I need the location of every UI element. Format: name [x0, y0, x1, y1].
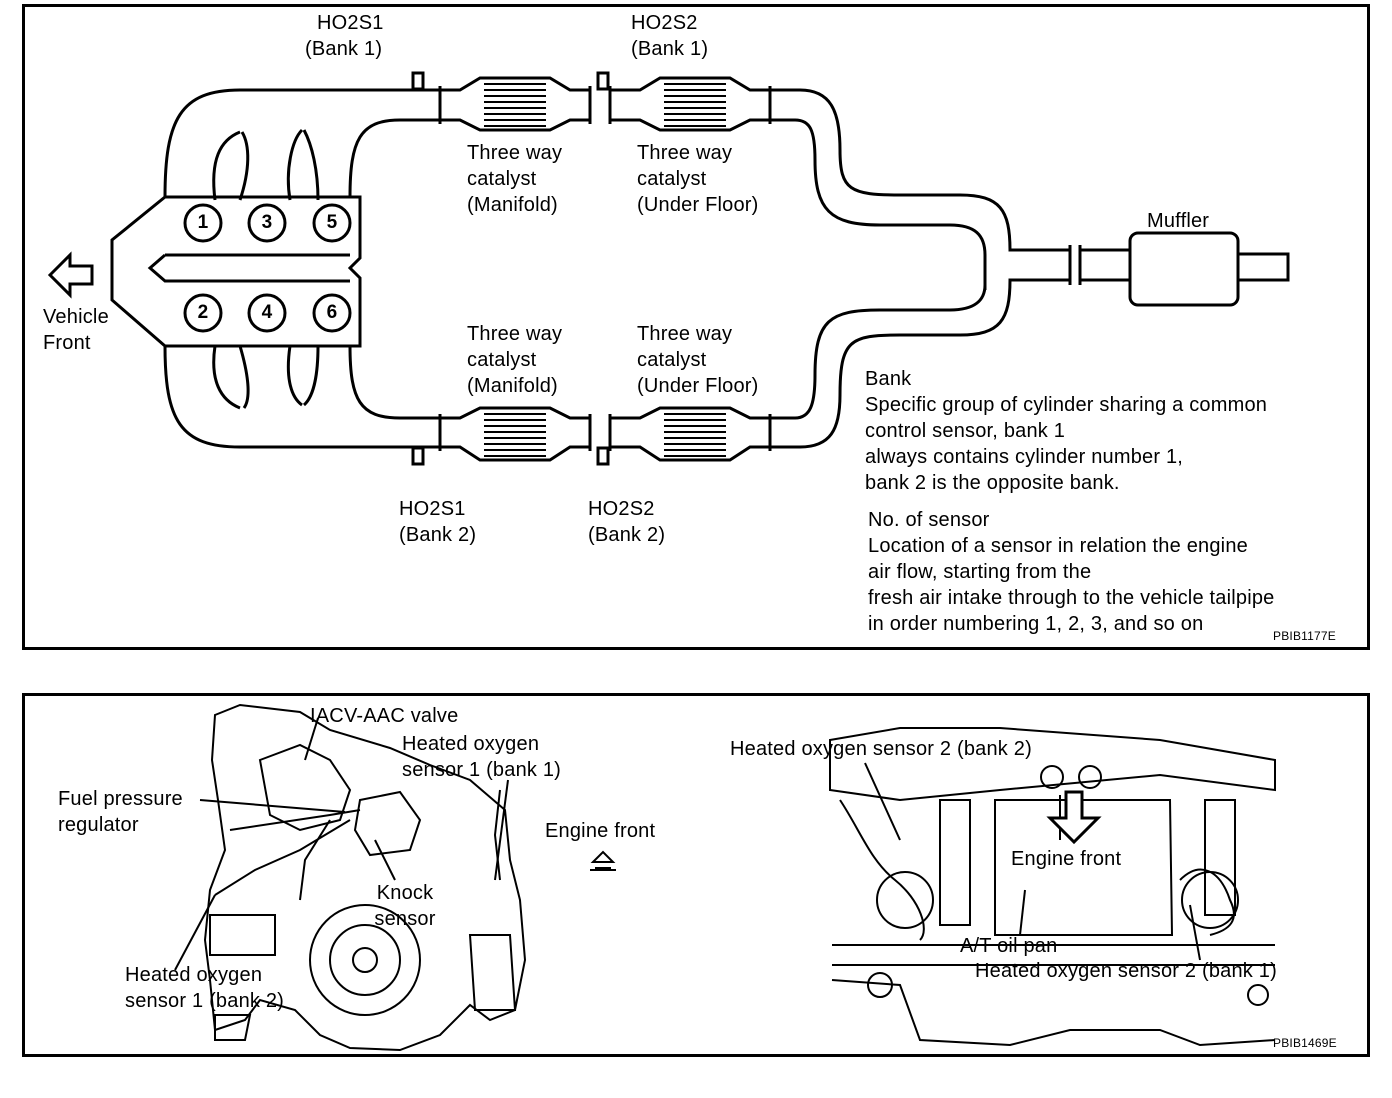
- pipe-bank2-outer: [163, 345, 440, 449]
- cylinder-1: 1: [197, 212, 209, 233]
- label-ho2s1-bank2: HO2S1(Bank 2): [399, 498, 477, 546]
- pipe-bank2-inner: [348, 345, 440, 420]
- engine-block: [110, 195, 362, 348]
- cylinder-2: 2: [197, 302, 209, 323]
- pipe-bank1-outer: [163, 88, 440, 198]
- figure-code-top: PBIB1177E: [1273, 629, 1336, 643]
- label-heated-oxygen-sensor-2-bank2: Heated oxygen sensor 2 (bank 2): [730, 738, 1032, 760]
- label-heated-oxygen-sensor-2-bank1: Heated oxygen sensor 2 (bank 1): [975, 960, 1277, 982]
- sensor-ho2s1-bank2: [411, 446, 425, 466]
- pipe-bank1-inner: [348, 118, 440, 198]
- pipe-bank2-rear: [770, 278, 1070, 449]
- exhaust-system-diagram: [47, 71, 1290, 466]
- label-ho2s2-bank2: HO2S2(Bank 2): [588, 498, 666, 546]
- label-engine-front-right: Engine front: [1011, 848, 1122, 870]
- label-muffler: Muffler: [1147, 210, 1210, 232]
- label-at-oil-pan: A/T oil pan: [960, 935, 1058, 957]
- figure-code-bottom: PBIB1469E: [1273, 1036, 1337, 1050]
- cylinder-6: 6: [326, 302, 338, 323]
- cylinder-3: 3: [261, 212, 273, 233]
- cylinder-4: 4: [261, 302, 273, 323]
- vehicle-front-arrow: [47, 251, 94, 299]
- label-engine-front-left: Engine front: [545, 820, 656, 842]
- label-iacv-aac-valve: IACV-AAC valve: [310, 705, 459, 727]
- pipe-bank1-rear: [770, 88, 1070, 252]
- sensor-ho2s2-bank2: [596, 446, 610, 466]
- cylinder-5: 5: [326, 212, 338, 233]
- label-ho2s1-bank1: HO2S1(Bank 1): [305, 12, 384, 60]
- label-ho2s2-bank1: HO2S2(Bank 1): [631, 12, 709, 60]
- muffler-body: [1128, 231, 1240, 307]
- sensor-ho2s2-bank1: [596, 71, 610, 91]
- engine-block-divider: [147, 253, 350, 283]
- sensor-ho2s1-bank1: [411, 71, 425, 91]
- exhaust-layout-panel: [22, 4, 1370, 650]
